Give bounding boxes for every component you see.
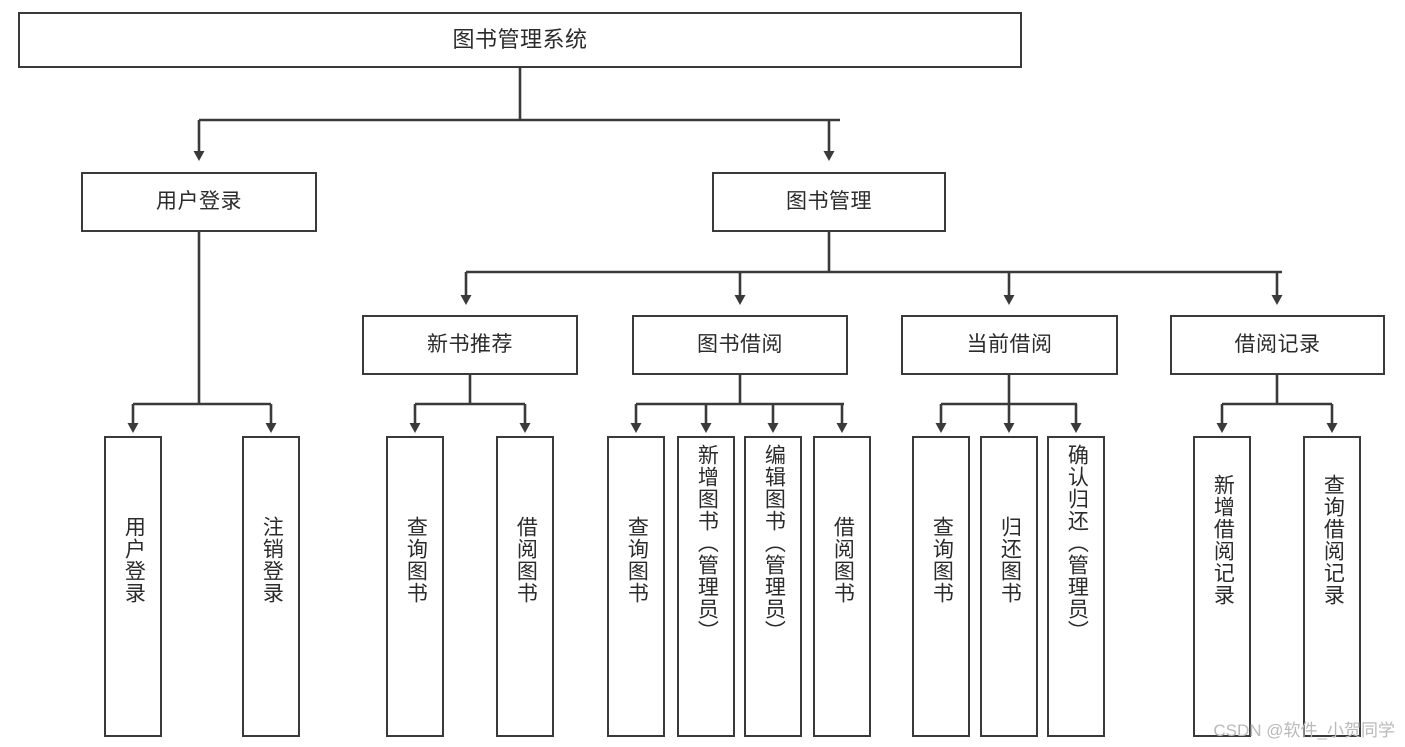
node-book-management[interactable]: 图书管理: [712, 172, 946, 232]
node-user-login[interactable]: 用户登录: [81, 172, 317, 232]
node-label: 注销登录: [260, 516, 284, 604]
node-label: 借阅记录: [1234, 333, 1321, 357]
node-label: 归还图书: [998, 516, 1022, 604]
node-leaf-add-book-admin[interactable]: 新增图书（管理员）: [677, 436, 735, 737]
node-leaf-borrow-book-borrowing[interactable]: 借阅图书: [813, 436, 871, 737]
node-leaf-add-borrow-record[interactable]: 新增借阅记录: [1193, 436, 1251, 737]
node-leaf-query-book-newbook[interactable]: 查询图书: [386, 436, 444, 737]
node-label: 当前借阅: [966, 333, 1053, 357]
node-label: 借阅图书: [514, 516, 538, 604]
node-label: 新增借阅记录: [1211, 474, 1235, 606]
node-leaf-user-login[interactable]: 用户登录: [104, 436, 162, 737]
node-label: 确认归还（管理员）: [1065, 444, 1089, 642]
node-leaf-logout[interactable]: 注销登录: [242, 436, 300, 737]
node-current-borrowing[interactable]: 当前借阅: [901, 315, 1118, 375]
node-label: 图书借阅: [697, 333, 783, 357]
node-label: 查询图书: [404, 516, 428, 604]
node-leaf-confirm-return-admin[interactable]: 确认归还（管理员）: [1047, 436, 1105, 737]
node-label: 用户登录: [156, 190, 242, 214]
node-leaf-return-book[interactable]: 归还图书: [980, 436, 1038, 737]
csdn-watermark: CSDN @软件_小贺同学: [1213, 721, 1395, 740]
node-label: 图书管理: [786, 190, 872, 214]
node-borrowing-record[interactable]: 借阅记录: [1170, 315, 1385, 375]
node-root-book-management-system[interactable]: 图书管理系统: [18, 12, 1022, 68]
node-label: 编辑图书（管理员）: [762, 444, 786, 642]
node-label: 图书管理系统: [452, 26, 588, 52]
node-label: 查询图书: [625, 516, 649, 604]
node-label: 查询借阅记录: [1321, 474, 1345, 606]
node-leaf-edit-book-admin[interactable]: 编辑图书（管理员）: [744, 436, 802, 737]
node-leaf-borrow-book-newbook[interactable]: 借阅图书: [496, 436, 554, 737]
node-label: 新书推荐: [427, 333, 513, 357]
node-label: 新增图书（管理员）: [695, 444, 719, 642]
node-book-borrowing[interactable]: 图书借阅: [632, 315, 848, 375]
node-leaf-query-borrow-record[interactable]: 查询借阅记录: [1303, 436, 1361, 737]
node-leaf-query-book-borrowing[interactable]: 查询图书: [607, 436, 665, 737]
node-label: 用户登录: [122, 516, 146, 604]
node-new-book-recommendation[interactable]: 新书推荐: [362, 315, 578, 375]
node-label: 查询图书: [930, 516, 954, 604]
node-label: 借阅图书: [831, 516, 855, 604]
node-leaf-query-book-current[interactable]: 查询图书: [912, 436, 970, 737]
